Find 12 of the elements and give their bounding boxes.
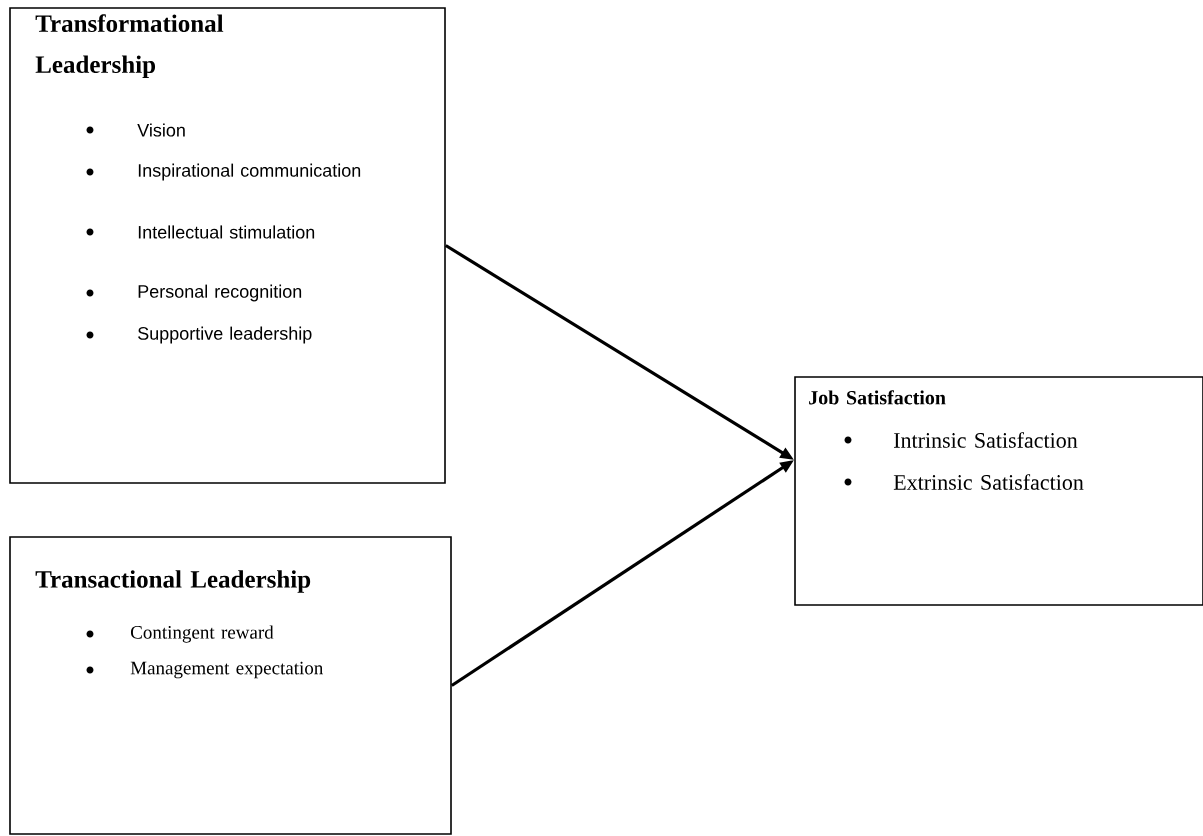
bullet-text: Management expectation [130,661,323,679]
bullet-text: Intellectual stimulation [138,225,315,239]
bullet-text: Personal recognition [138,284,302,302]
bullet-text: Contingent reward [131,625,274,643]
box-heading: Job Satisfaction [809,390,946,405]
bullet-text: Vision [137,123,185,137]
bullet-text: Supportive leadership [138,326,312,344]
bullet-text: Intrinsic Satisfaction [894,432,1078,448]
box-heading: Transformational Leadership [35,14,224,79]
box-heading: Transactional Leadership [35,570,311,593]
bullet-text: Inspirational communication [138,163,361,181]
bullet-text: Extrinsic Satisfaction [893,474,1084,490]
